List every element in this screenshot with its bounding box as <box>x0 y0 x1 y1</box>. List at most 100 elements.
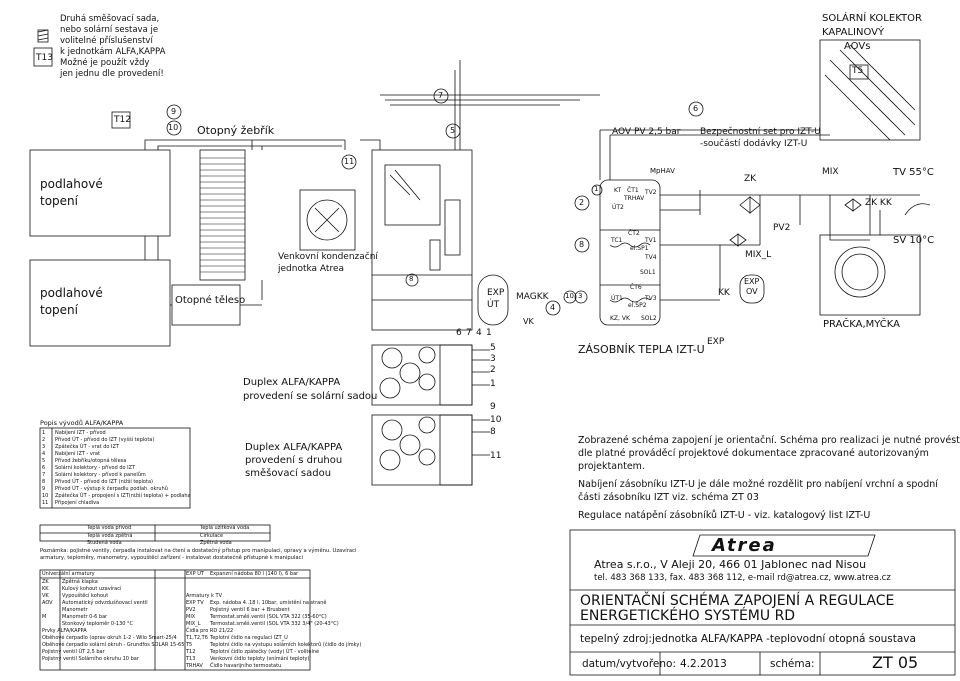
pv2-label: PV2 <box>773 223 791 233</box>
info-para1-a: Zobrazené schéma zapojení je orientační.… <box>578 435 960 446</box>
legend-note: Poznámka: pojistné ventily, čerpadla ins… <box>40 548 357 561</box>
zk-label: ZK <box>744 174 757 184</box>
tv55-label: TV 55°C <box>893 167 934 178</box>
floor-heating-2-box <box>29 259 171 347</box>
tank-title: ZÁSOBNÍK TEPLA IZT-U <box>578 343 705 356</box>
port-5: 5 <box>490 343 496 353</box>
legend-no: 11 <box>42 500 49 506</box>
legend-no: 10 <box>42 493 49 499</box>
arm-r-desc: Pojistný ventil 6 bar + Brusbent <box>210 607 290 613</box>
arm-r-code: TRHAV <box>186 663 203 669</box>
title-main-a: ORIENTAČNÍ SCHÉMA ZAPOJENÍ A REGULACE <box>580 593 895 609</box>
arm-r-desc: Čidlo havarijního termostatu <box>210 663 282 669</box>
floor-heating-1-label-b: topení <box>40 194 78 208</box>
radiator-ladder-label: Otopný žebřík <box>197 124 275 137</box>
legend-desc: Přívod ÚT - přívod do IZT (vyšší teplota… <box>55 437 155 443</box>
floor-heating-1-label-a: podlahové <box>40 177 103 191</box>
port-1b: 1 <box>490 379 496 389</box>
port-4: 4 <box>476 328 482 338</box>
armature-table <box>39 569 311 671</box>
contact-line: tel. 483 368 133, fax. 483 368 112, e-ma… <box>594 573 891 583</box>
line-type-5: Cirkulace <box>200 533 224 539</box>
floor-heating-1-box <box>29 149 171 237</box>
safety-set-label-a: Bezpečnostní set pro IZT-U <box>700 127 821 137</box>
magkk-label: MAGKK <box>516 292 549 302</box>
port-10: 10 <box>490 415 502 425</box>
armatures-title: Univerzální armatury <box>42 571 95 577</box>
arm-r-code: MIX_L <box>186 621 201 627</box>
arm-r-desc: Venkovní čidlo teploty (snímání teploty) <box>210 656 310 662</box>
arm-code: M <box>42 614 47 620</box>
legend-desc: Nabíjení IZT - vrat <box>55 451 100 457</box>
line-type-6: Zpětná voda <box>200 540 232 546</box>
tag-t13: T13 <box>36 53 53 63</box>
arm-r-code: EXP ÚT <box>186 571 204 577</box>
mix-l-label: MIX_L <box>745 250 772 260</box>
collector-title-3: AOVs <box>844 41 871 52</box>
legend-no: 6 <box>42 465 46 471</box>
legend-desc: Přívod ÚT - výstup k čerpadlu podlah. ok… <box>55 486 168 492</box>
tank-tc1: TC1 <box>611 237 623 244</box>
kk-label: KK <box>718 288 730 298</box>
arm-r-desc: Teplotní čidlo na výstupu solárních kole… <box>210 642 362 648</box>
duplex-second-label-a: Duplex ALFA/KAPPA <box>245 442 343 453</box>
info-para3: Regulace natápění zásobníků IZT-U - viz.… <box>578 510 871 521</box>
radiator-body-label: Otopné těleso <box>175 295 246 306</box>
tank-tv3: TV3 <box>645 295 657 302</box>
line-type-3: Studená voda <box>87 540 122 546</box>
notes-block: Druhá směšovací sada, nebo solární sesta… <box>60 14 165 80</box>
legend-table <box>39 427 191 509</box>
arm-code: ZK <box>42 579 49 585</box>
legend-no: 1 <box>42 430 46 436</box>
arm-r-desc: Čidla pro RD 21/22 <box>186 628 234 634</box>
tank-trhav: TRHAV <box>624 195 645 202</box>
num-7: 7 <box>438 91 444 100</box>
note-line-2: nebo solární sestava je <box>60 25 159 35</box>
exp-ut-label-a: EXP <box>487 288 505 298</box>
legend-desc: Připojení chladiva <box>55 500 100 506</box>
note-line-1: Druhá směšovací sada, <box>60 14 160 24</box>
duplex-second-label-b: provedení s druhou <box>245 455 343 466</box>
arm-r-code: T12 <box>186 649 196 655</box>
port-9: 9 <box>490 402 496 412</box>
title-block <box>569 529 956 676</box>
legend-no: 7 <box>42 472 46 478</box>
num-5: 5 <box>450 126 456 135</box>
line-type-1: Teplá voda přívod <box>87 525 132 531</box>
outdoor-unit-label-a: Venkovní kondenzační <box>278 252 378 262</box>
tank-tv1: TV1 <box>645 237 657 244</box>
vk-label: VK <box>523 317 534 326</box>
arm-desc: Vypouštěcí kohout <box>62 593 109 599</box>
arm-r-code: EXP TV <box>186 600 204 606</box>
exp-ov-label-b: OV <box>746 287 758 296</box>
title-main-b: ENERGETICKÉHO SYSTÉMU RD <box>580 608 796 624</box>
collector-title-2: KAPALINOVÝ <box>822 27 885 38</box>
duplex-solar-label-b: provedení se solární sadou <box>243 391 378 402</box>
line-types: Teplá voda přívod Teplá voda zpětná Stud… <box>42 526 270 546</box>
tank-ct2: ČT2 <box>628 230 640 237</box>
tank-sol1: SOL1 <box>640 269 656 276</box>
legend-title: Popis vývodů ALFA/KAPPA <box>40 419 124 427</box>
arm-desc: Zpětná klapka <box>62 579 98 585</box>
tank-kt: KT <box>614 187 622 194</box>
date-label: datum/vytvořeno: <box>582 658 676 670</box>
tank-ut2: ÚT2 <box>612 204 624 211</box>
line-type-4: Teplá užitková voda <box>200 525 250 531</box>
legend-no: 8 <box>42 479 46 485</box>
info-para2-b: části zásobníku IZT viz. schéma ZT 03 <box>578 492 759 503</box>
arm-desc: Prvky ALFA/KAPPA <box>42 628 87 634</box>
arm-r-desc: Exp. nádoba 4..18 l, 10bar, umístění na … <box>210 600 327 606</box>
num-1: 1 <box>594 185 599 193</box>
mphav-label: MpHAV <box>650 167 675 175</box>
zk-kk-label: ZK KK <box>865 198 892 208</box>
legend-desc: Zpátečka ÚT - vrat do IZT <box>55 444 120 450</box>
duplex-second-label-c: směšovací sadou <box>245 468 332 479</box>
tank-izt-u <box>599 179 661 326</box>
port-6: 6 <box>456 328 462 338</box>
arm-r-code: T1,T2,T6 <box>186 635 208 641</box>
outdoor-unit-label-b: jednotka Atrea <box>278 264 345 274</box>
legend-no: 3 <box>42 444 46 450</box>
exp-label: EXP <box>707 337 725 347</box>
